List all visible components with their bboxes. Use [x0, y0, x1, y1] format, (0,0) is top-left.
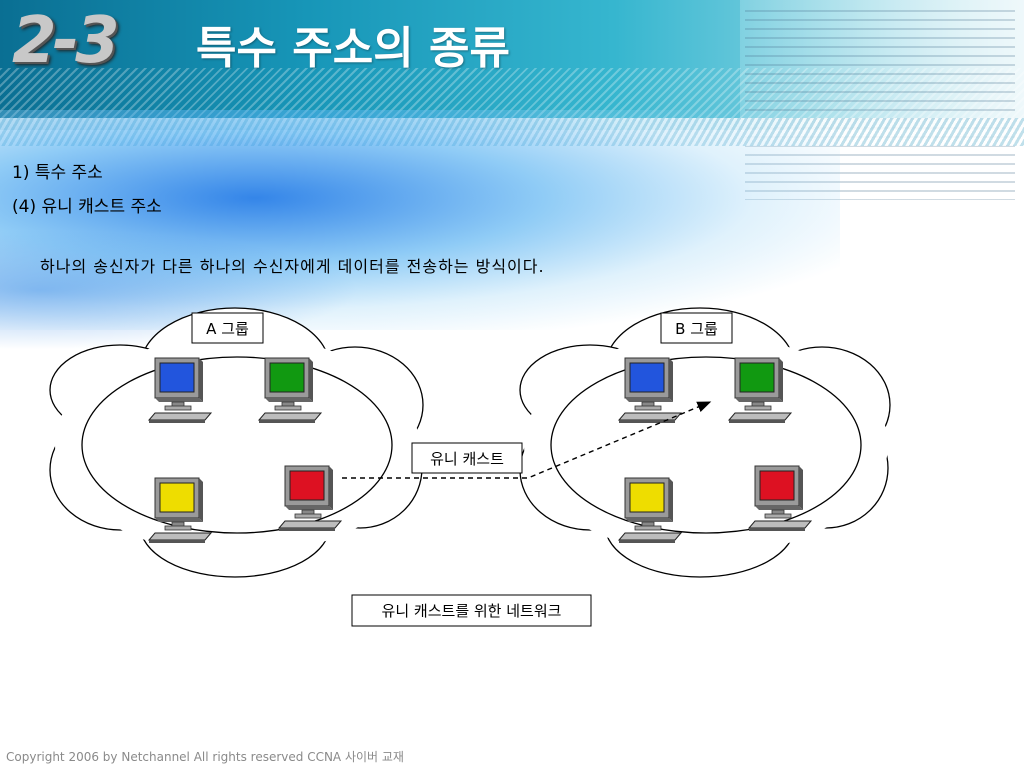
computer-screen — [159, 362, 195, 393]
computer-screen — [759, 470, 795, 501]
computer-icon — [147, 357, 213, 423]
section-number: 2-3 — [12, 4, 120, 78]
footer-copyright: Copyright 2006 by Netchannel All rights … — [6, 750, 404, 764]
computer-icon — [277, 465, 343, 531]
computer-screen — [629, 362, 665, 393]
connection-label: 유니 캐스트 — [430, 450, 504, 468]
page-title: 특수 주소의 종류 — [196, 23, 510, 74]
computer-icon — [147, 477, 213, 543]
unicast-path — [342, 401, 712, 479]
computer-icon — [727, 357, 793, 423]
computer-icon — [747, 465, 813, 531]
computer-icon — [257, 357, 323, 423]
group-a-label: A 그룹 — [206, 320, 249, 338]
group-b-label-box: B 그룹 — [660, 312, 733, 344]
diagram-caption: 유니 캐스트를 위한 네트워크 — [382, 602, 562, 620]
connection-label-box: 유니 캐스트 — [411, 442, 523, 474]
computer-screen — [629, 482, 665, 513]
cloud-group-a — [49, 307, 424, 578]
group-b-label: B 그룹 — [675, 320, 718, 338]
heading-special-address: 1) 특수 주소 — [12, 163, 103, 183]
computer-icon — [617, 357, 683, 423]
computer-screen — [739, 362, 775, 393]
description-text: 하나의 송신자가 다른 하나의 수신자에게 데이터를 전송하는 방식이다. — [40, 257, 545, 276]
computer-icon — [617, 477, 683, 543]
computer-screen — [269, 362, 305, 393]
computer-screen — [289, 470, 325, 501]
caption-box: 유니 캐스트를 위한 네트워크 — [351, 594, 592, 627]
heading-unicast-address: (4) 유니 캐스트 주소 — [12, 197, 162, 217]
group-a-label-box: A 그룹 — [191, 312, 264, 344]
computer-screen — [159, 482, 195, 513]
cloud-group-b — [519, 307, 891, 578]
computers — [147, 357, 813, 543]
